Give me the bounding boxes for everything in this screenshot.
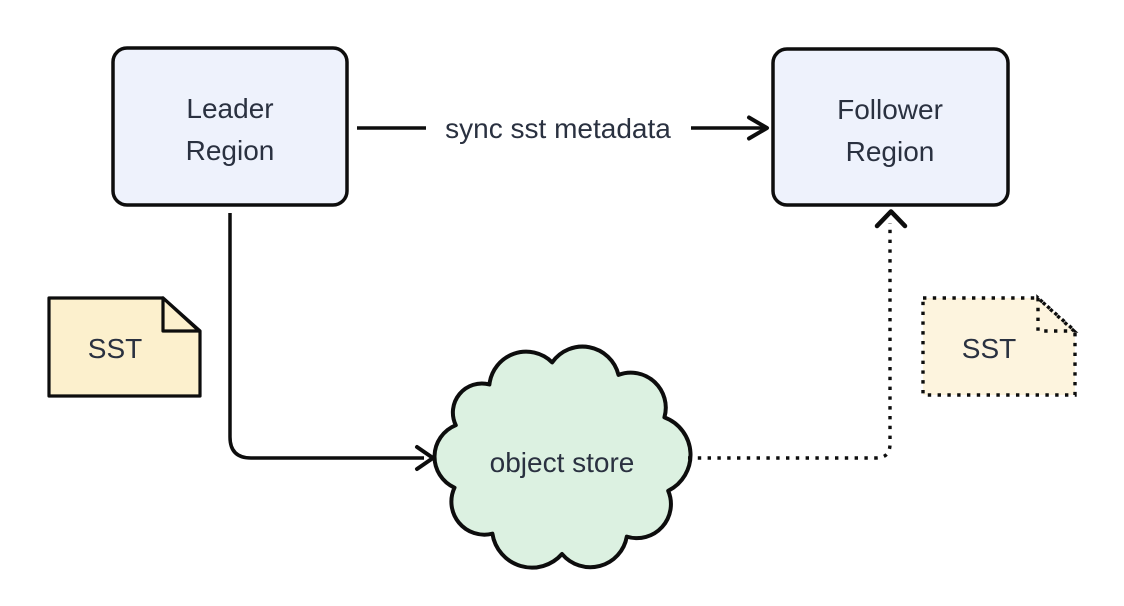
object-store-node: object store bbox=[432, 344, 693, 570]
sync-metadata-edge bbox=[357, 115, 769, 141]
follower-region-label-line1: Follower bbox=[837, 94, 943, 125]
leader-region-label-line2: Region bbox=[186, 135, 275, 166]
sst-replica-node: SST bbox=[921, 294, 1079, 397]
leader-region-box bbox=[111, 46, 349, 207]
sst-source-node: SST bbox=[47, 296, 202, 398]
sst-replica-folded-corner-icon bbox=[1036, 294, 1079, 333]
sst-replica-label: SST bbox=[962, 333, 1016, 364]
store-to-follower-arrowhead-icon bbox=[874, 209, 908, 229]
object-store-cloud bbox=[432, 344, 693, 570]
follower-region-label-line2: Region bbox=[846, 136, 935, 167]
sst-source-folded-corner-icon bbox=[161, 296, 201, 333]
sst-replica-document-icon bbox=[921, 296, 1077, 397]
object-store-label: object store bbox=[490, 447, 635, 478]
follower-region-node: Follower Region bbox=[771, 47, 1010, 207]
leader-region-label-line1: Leader bbox=[186, 93, 273, 124]
leader-to-store-path bbox=[228, 213, 424, 460]
leader-region-node: Leader Region bbox=[111, 46, 349, 207]
follower-region-box bbox=[771, 47, 1010, 207]
store-to-follower-dotted-path bbox=[688, 223, 892, 460]
sync-metadata-edge-label: sync sst metadata bbox=[445, 113, 671, 144]
sync-edge-arrowhead-icon bbox=[747, 115, 769, 141]
sst-source-label: SST bbox=[88, 333, 142, 364]
store-to-follower-edge bbox=[688, 209, 908, 460]
leader-to-store-edge bbox=[228, 213, 435, 471]
